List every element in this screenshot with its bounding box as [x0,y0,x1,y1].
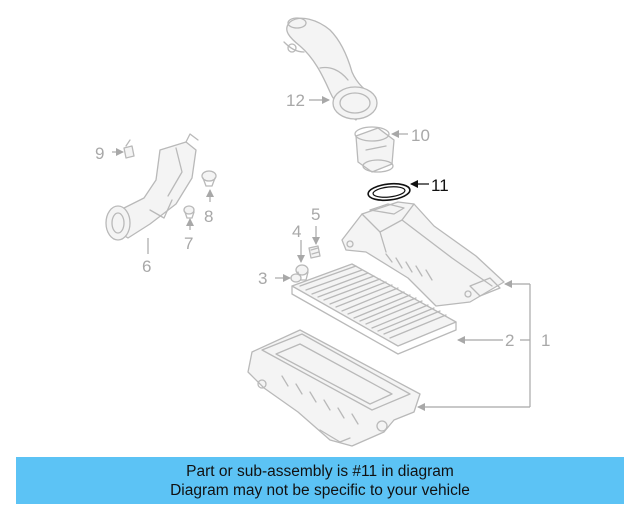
upper-housing-part-1 [341,201,505,307]
callout-1: 1 [541,331,550,350]
callout-12: 12 [286,91,305,110]
banner-line-disclaimer: Diagram may not be specific to your vehi… [170,481,470,499]
callout-6: 6 [142,257,151,276]
air-duct-part-6 [105,133,199,241]
gasket-ring-part-11 [367,182,411,202]
callout-9: 9 [95,144,104,163]
bolt-part-4 [295,264,309,281]
callout-8: 8 [204,207,213,226]
callout-3: 3 [258,269,267,288]
bolt-part-3 [290,273,302,283]
callout-5: 5 [311,205,320,224]
clip-part-9 [123,139,135,159]
info-banner: Part or sub-assembly is #11 in diagram D… [16,457,624,504]
bolt-part-5 [308,245,321,259]
parts-diagram: 12 10 11 9 8 7 6 5 4 3 2 1 [95,17,550,447]
banner-line-part-number: Part or sub-assembly is #11 in diagram [186,462,454,480]
lower-housing-part-1 [247,329,421,447]
intake-hose-part-12 [283,17,378,121]
callout-7: 7 [184,234,193,253]
grommet-part-8 [201,170,217,187]
leader-lines [112,96,531,411]
callout-2: 2 [505,331,514,350]
nut-part-7 [183,205,195,219]
callout-11: 11 [431,176,449,195]
callout-10: 10 [411,126,430,145]
air-flow-meter-part-10 [354,126,395,173]
callout-4: 4 [292,222,301,241]
air-filter-part-2 [291,263,457,355]
